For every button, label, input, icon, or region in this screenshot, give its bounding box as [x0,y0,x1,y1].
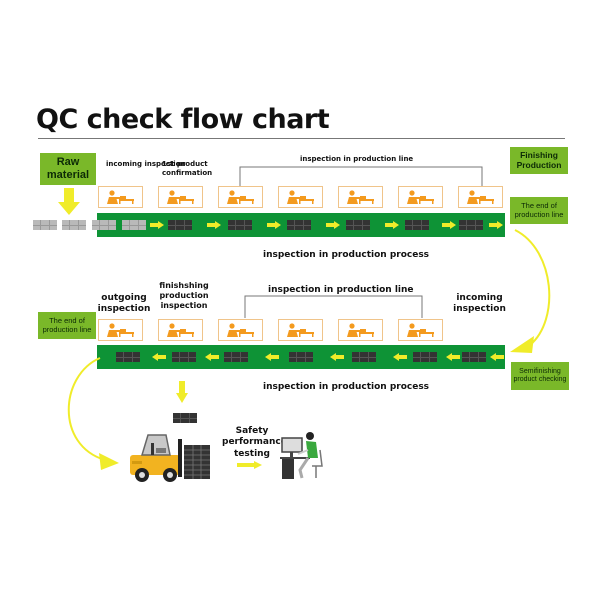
pallet-icon [346,220,370,230]
pallet-icon [228,220,252,230]
title-divider [38,138,565,139]
flow-arrow-right-icon [489,221,503,229]
technician-at-computer-icon [280,432,323,479]
flow-arrow-left-icon [446,353,460,361]
inspector-icon [166,323,194,337]
pallet-icon [172,352,196,362]
pallet-icon [289,352,313,362]
pallet-icon [116,352,140,362]
flow-arrow-left-icon [205,353,219,361]
bracket-label-top: inspection in production line [300,155,414,163]
inspector-icon [166,190,194,204]
inspector-icon [406,190,434,204]
flow-arrow-right-icon [207,221,221,229]
inspection-station-card [338,319,383,341]
inspector-icon [226,323,254,337]
semifinishing-label: Semifinishing product checking [511,362,569,390]
bracket-label-bottom: inspection in production line [268,285,414,295]
flow-arrow-right-icon [267,221,281,229]
inspection-station-card [218,186,263,208]
pallet-icon [287,220,311,230]
process-label-bottom: inspection in production process [263,382,430,392]
inspection-station-card [398,186,443,208]
inspection-station-card [278,319,323,341]
caption-incoming-inspection-bottom: incoming inspection [453,293,506,315]
inspector-icon [406,323,434,337]
inspector-icon [286,190,314,204]
down-arrow-small-icon [176,381,188,403]
inspection-station-card [338,186,383,208]
safety-testing-label: Safety performance testing [222,426,287,459]
raw-pallet-icon [92,220,116,230]
pallet-icon [168,220,192,230]
pallet-stack-icon [184,445,210,479]
curved-arrow-left [67,357,119,470]
flow-arrow-right-icon [442,221,456,229]
caption-first-product-confirmation: 1st product confirmation [162,160,213,177]
inspector-icon [286,323,314,337]
flow-arrow-right-icon [150,221,164,229]
flow-arrow-left-icon [490,353,504,361]
flow-arrow-right-icon [326,221,340,229]
inspector-icon [466,190,494,204]
inspection-station-card [218,319,263,341]
flow-arrow-left-icon [393,353,407,361]
caption-incoming-inspection: incoming inspection [106,160,186,168]
forklift-icon [130,434,210,482]
inspector-icon [346,323,374,337]
bracket-line [239,166,483,187]
raw-pallet-icon [122,220,146,230]
process-label-top: inspection in production process [263,250,430,260]
bracket-line-bottom [244,295,423,318]
end-of-line-label-bottom: The end of production line [38,312,96,339]
caption-finishing-production-inspection: finishshing production inspection [159,281,209,310]
pallet-icon [224,352,248,362]
pallet-icon [413,352,437,362]
raw-pallet-icon [62,220,86,230]
caption-outgoing-inspection: outgoing inspection [97,293,151,315]
down-arrow-icon [58,188,80,215]
inspection-station-card [458,186,503,208]
inspector-icon [106,323,134,337]
pallet-icon [462,352,486,362]
right-arrow-icon [237,461,262,469]
finishing-production-label: Finishing Production [510,147,568,174]
inspection-station-card [278,186,323,208]
inspection-station-card [158,186,203,208]
pallet-icon [352,352,376,362]
page-title: QC check flow chart [36,104,330,135]
end-of-line-label-top: The end of production line [510,197,568,224]
raw-material-label: Raw material [40,153,96,185]
inspector-icon [346,190,374,204]
pallet-icon [173,413,197,423]
flow-arrow-left-icon [330,353,344,361]
inspection-station-card [98,186,143,208]
flow-arrow-left-icon [265,353,279,361]
flow-arrow-right-icon [385,221,399,229]
inspection-station-card [158,319,203,341]
flow-arrow-left-icon [152,353,166,361]
raw-pallet-icon [33,220,57,230]
pallet-icon [405,220,429,230]
pallet-icon [459,220,483,230]
inspector-icon [226,190,254,204]
inspector-icon [106,190,134,204]
inspection-station-card [398,319,443,341]
inspection-station-card [98,319,143,341]
curved-arrow-right [510,229,551,353]
